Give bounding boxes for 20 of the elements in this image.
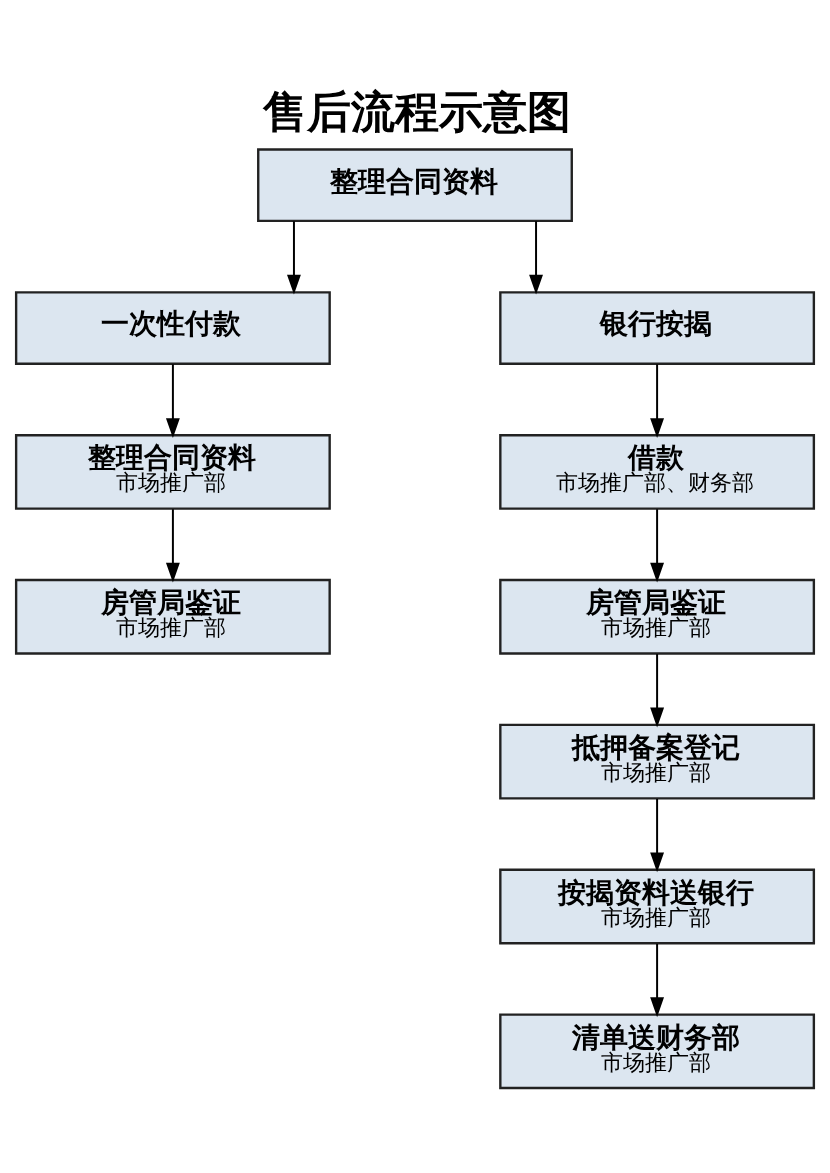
node-box: 房管局鉴证 市场推广部: [14, 578, 331, 655]
node-box: 整理合同资料 市场推广部: [14, 433, 331, 510]
arrow: [650, 362, 665, 438]
arrow: [165, 362, 180, 438]
arrow: [650, 507, 665, 583]
diagram-title: 售后流程示意图: [263, 85, 572, 137]
node-box: 房管局鉴证 市场推广部: [499, 578, 816, 655]
node-box: 抵押备案登记 市场推广部: [499, 723, 816, 800]
arrow: [650, 942, 665, 1017]
arrow: [165, 507, 180, 583]
node-box: 借款 市场推广部、财务部: [499, 433, 816, 510]
node-box: 按揭资料送银行 市场推广部: [499, 868, 816, 944]
arrow: [529, 219, 543, 294]
node-box: 一次性付款: [14, 290, 331, 365]
arrow: [650, 797, 665, 872]
node-box: 整理合同资料: [257, 147, 573, 222]
arrow: [287, 219, 301, 294]
node-box: 清单送财务部 市场推广部: [499, 1012, 816, 1089]
node-box: 银行按揭: [499, 290, 816, 365]
arrow: [650, 652, 665, 727]
